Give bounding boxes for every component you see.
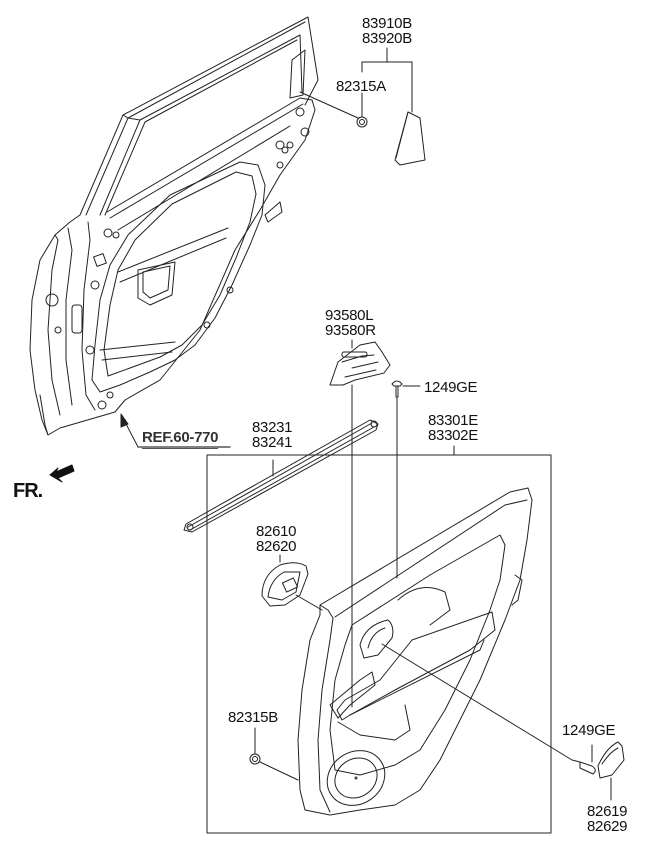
part-number: 83920B: [362, 30, 412, 47]
callout-inside-handle[interactable]: 82610 82620: [256, 523, 297, 555]
door-inner-panel: [29, 16, 319, 436]
part-number: 1249GE: [562, 722, 616, 739]
front-direction-label: FR.: [13, 480, 43, 502]
part-number: 83910B: [362, 15, 412, 32]
callout-belt-weatherstrip[interactable]: 83231 83241: [252, 419, 293, 451]
part-number: 83241: [252, 434, 293, 451]
reference-link[interactable]: REF.60-770: [142, 429, 219, 449]
door-trim-panel-part: [297, 487, 533, 816]
part-number: 82315B: [228, 709, 278, 726]
handle-cover-part: [597, 741, 625, 779]
callout-glass-corner-cover[interactable]: 83910B 83920B: [362, 16, 412, 46]
part-number: 82315A: [336, 78, 386, 95]
glass-corner-cover-part: [394, 111, 426, 166]
window-switch-part: [329, 341, 391, 386]
part-number: 93580L: [325, 307, 374, 324]
clip-b-part: [249, 753, 261, 765]
part-number: 82610: [256, 523, 297, 540]
part-number: 1249GE: [424, 379, 478, 396]
inside-handle-part: [261, 562, 309, 607]
front-direction-arrow-icon: [49, 464, 75, 483]
part-number: 82620: [256, 538, 297, 555]
part-number: 83302E: [428, 427, 478, 444]
leader-lines: [206, 47, 612, 834]
callout-door-trim-panel[interactable]: 83301E 83302E: [428, 413, 478, 443]
part-number: 82619: [587, 803, 628, 820]
part-number: 82629: [587, 818, 628, 835]
callout-screw-bottom[interactable]: 1249GE: [562, 722, 616, 739]
screw-bottom-part: [571, 759, 596, 775]
part-number: 93580R: [325, 322, 376, 339]
clip-a-part: [356, 116, 368, 128]
reference-arrow: [120, 413, 231, 448]
screw-top-part: [391, 380, 403, 398]
callout-handle-cover[interactable]: 82619 82629: [587, 803, 628, 835]
callout-screw-top[interactable]: 1249GE: [424, 379, 478, 396]
callout-power-window-switch[interactable]: 93580L 93580R: [325, 308, 376, 338]
callout-clip-a[interactable]: 82315A: [336, 79, 386, 94]
part-number: 83301E: [428, 412, 478, 429]
belt-weatherstrip-part: [183, 419, 379, 533]
callout-clip-b[interactable]: 82315B: [228, 710, 278, 725]
part-number: 83231: [252, 419, 293, 436]
